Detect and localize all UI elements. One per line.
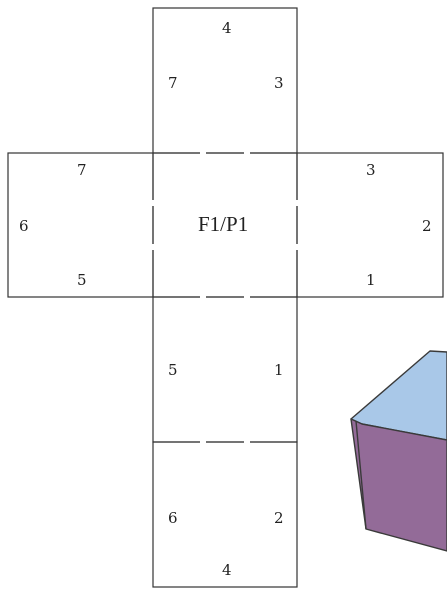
center-face-label: F1/P1	[198, 212, 249, 236]
cube-front-edge	[355, 420, 367, 530]
top-face-label-right: 3	[274, 74, 284, 92]
bottom-face-label-left: 6	[168, 509, 178, 527]
cube-illustration	[350, 350, 447, 552]
bottom-face-label-right: 2	[274, 509, 284, 527]
below-face-label-left: 5	[168, 361, 178, 379]
right-face-label-top: 3	[366, 161, 376, 179]
left-face-label-left: 6	[19, 217, 29, 235]
net-face-bottom	[152, 441, 298, 588]
top-face-label-top: 4	[222, 19, 232, 37]
cube-side-face	[350, 418, 447, 552]
fold-gaps	[151, 151, 299, 444]
right-face-label-right: 2	[422, 217, 432, 235]
left-face-label-top: 7	[77, 161, 87, 179]
below-face-label-right: 1	[274, 361, 284, 379]
bottom-face-label-bottom: 4	[222, 561, 232, 579]
right-face-label-bottom: 1	[366, 271, 376, 289]
left-face-label-bottom: 5	[77, 271, 87, 289]
net-face-right	[296, 152, 444, 298]
top-face-label-left: 7	[168, 74, 178, 92]
